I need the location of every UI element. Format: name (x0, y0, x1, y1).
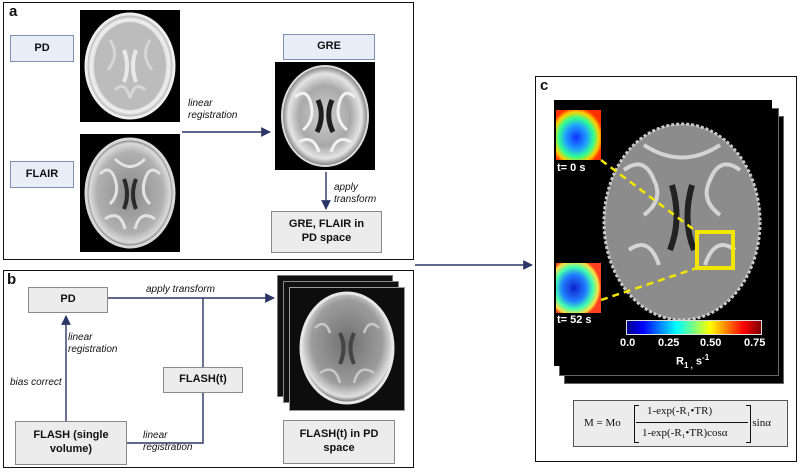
equation-bracket-right (746, 405, 751, 443)
signal-equation: M = Mo 1-exp(-R₁•TR) 1-exp(-R₁•TR)cosα s… (573, 400, 788, 447)
linear-registration-label-a: linear registration (188, 98, 238, 121)
equation-numerator: 1-exp(-R₁•TR) (647, 405, 713, 417)
equation-lhs: M = Mo (584, 417, 621, 429)
r1-inset-t52 (556, 263, 601, 313)
colorbar-tick-2: 0.50 (700, 337, 722, 349)
panel-b-letter: b (7, 271, 17, 288)
t0-label: t= 0 s (557, 162, 586, 174)
flair-box: FLAIR (10, 161, 74, 188)
pd-box-b: PD (28, 287, 108, 313)
colorbar-label-sup: -1 (702, 353, 710, 362)
pd-mri-image (80, 10, 180, 122)
flash-t-in-pd-space-box: FLASH(t) in PD space (283, 420, 395, 464)
flash-mri-image (289, 287, 405, 411)
apply-transform-label-b: apply transform (146, 284, 215, 295)
linear-registration-label-b-down: linear registration (143, 430, 193, 453)
colorbar-label-sub: 1 , (683, 360, 693, 370)
colorbar-label: R1 , s-1 (676, 353, 709, 370)
r1-colorbar (626, 320, 762, 335)
flash-single-volume-box: FLASH (single volume) (15, 421, 127, 465)
flash-t-box: FLASH(t) (163, 367, 243, 393)
bias-correct-label: bias correct (10, 377, 62, 388)
pd-box-a: PD (10, 35, 74, 62)
panel-c-letter: c (540, 77, 549, 94)
equation-rhs: sinα (752, 417, 771, 429)
equation-bracket-left (634, 405, 639, 443)
gre-box: GRE (283, 34, 375, 60)
colorbar-tick-0: 0.0 (620, 337, 636, 349)
colorbar-label-unit: s (692, 355, 703, 368)
flair-mri-image (80, 134, 180, 252)
colorbar-tick-1: 0.25 (658, 337, 680, 349)
t52-label: t= 52 s (557, 314, 592, 326)
colorbar-label-r: R (676, 355, 684, 368)
colorbar-tick-3: 0.75 (744, 337, 766, 349)
equation-fraction-bar (636, 422, 748, 423)
panel-a-letter: a (9, 3, 18, 20)
gre-mri-image (275, 62, 375, 170)
gre-flair-in-pd-space-box: GRE, FLAIR in PD space (271, 211, 382, 253)
r1-inset-t0 (556, 110, 601, 160)
linear-registration-label-b-up: linear registration (68, 332, 118, 355)
equation-denominator: 1-exp(-R₁•TR)cosα (642, 427, 728, 439)
apply-transform-label-a: apply transform (334, 182, 377, 205)
